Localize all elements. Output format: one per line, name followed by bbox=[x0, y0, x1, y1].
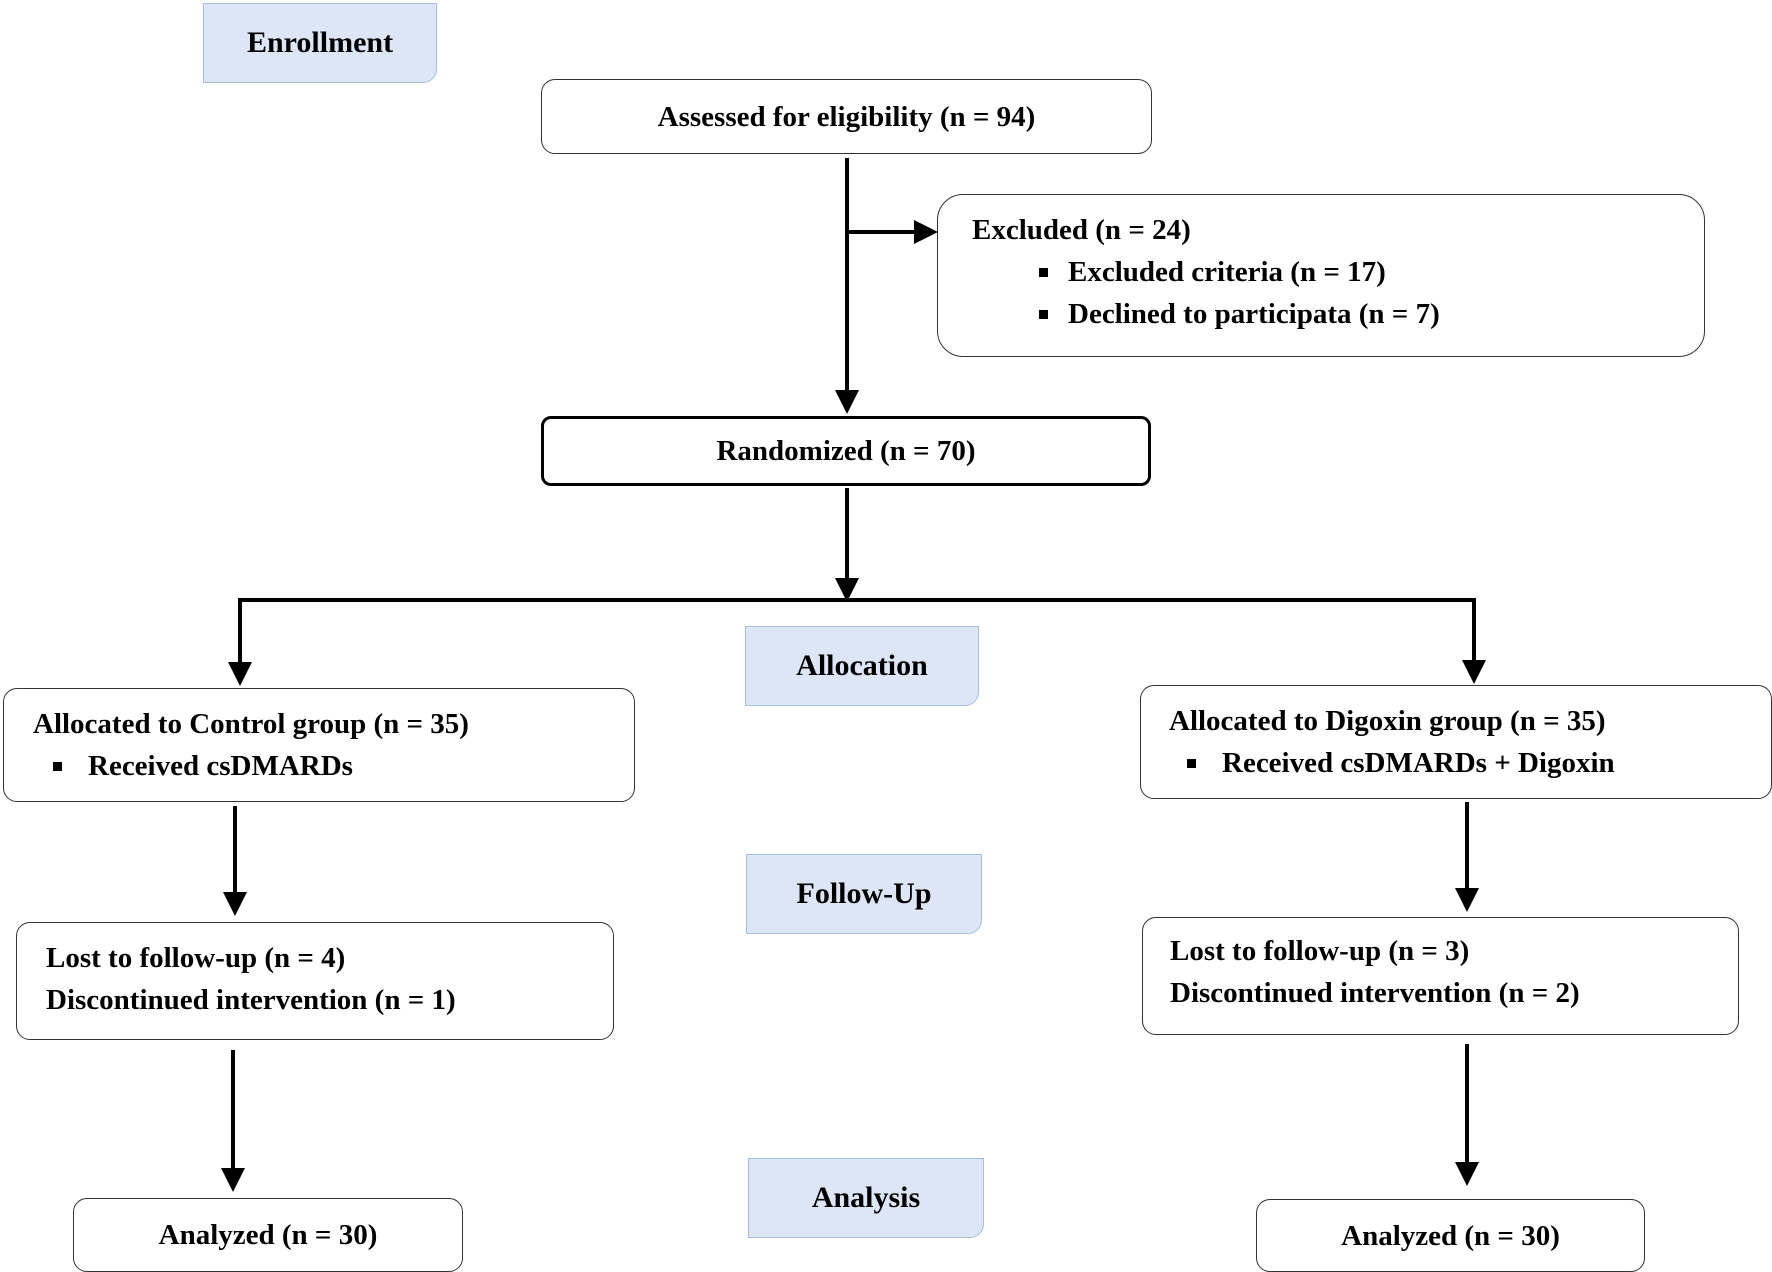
digoxin-analyzed-text: Analyzed (n = 30) bbox=[1341, 1219, 1560, 1252]
digoxin-allocated-box: Allocated to Digoxin group (n = 35) Rece… bbox=[1140, 685, 1772, 799]
control-analyzed-box: Analyzed (n = 30) bbox=[73, 1198, 463, 1272]
bullet-square-icon bbox=[53, 761, 62, 771]
bullet-square-icon bbox=[1039, 267, 1048, 277]
stage-allocation-label: Allocation bbox=[796, 649, 928, 682]
assessed-box: Assessed for eligibility (n = 94) bbox=[541, 79, 1152, 154]
stage-analysis-label: Analysis bbox=[811, 1181, 921, 1214]
control-received-item: Received csDMARDs bbox=[33, 745, 634, 787]
stage-enrollment: Enrollment bbox=[203, 3, 437, 83]
digoxin-followup-box: Lost to follow-up (n = 3) Discontinued i… bbox=[1142, 917, 1739, 1035]
digoxin-allocated-text: Allocated to Digoxin group (n = 35) bbox=[1169, 705, 1606, 737]
excluded-title: Excluded (n = 24) bbox=[972, 214, 1191, 246]
stage-follow-up: Follow-Up bbox=[746, 854, 982, 934]
stage-analysis: Analysis bbox=[748, 1158, 984, 1238]
digoxin-received-text: Received csDMARDs + Digoxin bbox=[1222, 747, 1615, 779]
control-allocated-text: Allocated to Control group (n = 35) bbox=[33, 708, 469, 740]
excluded-box: Excluded (n = 24) Excluded criteria (n =… bbox=[937, 194, 1705, 357]
digoxin-discontinued-text: Discontinued intervention (n = 2) bbox=[1170, 977, 1580, 1009]
control-followup-box: Lost to follow-up (n = 4) Discontinued i… bbox=[16, 922, 614, 1040]
digoxin-lost-text: Lost to follow-up (n = 3) bbox=[1170, 935, 1470, 967]
assessed-text: Assessed for eligibility (n = 94) bbox=[657, 100, 1036, 133]
excluded-item-criteria-text: Excluded criteria (n = 17) bbox=[1068, 256, 1386, 288]
excluded-item-criteria: Excluded criteria (n = 17) bbox=[972, 251, 1704, 293]
randomized-text: Randomized (n = 70) bbox=[716, 435, 976, 467]
bullet-square-icon bbox=[1187, 758, 1196, 768]
excluded-item-declined: Declined to participata (n = 7) bbox=[972, 293, 1704, 335]
digoxin-analyzed-box: Analyzed (n = 30) bbox=[1256, 1199, 1645, 1272]
excluded-item-declined-text: Declined to participata (n = 7) bbox=[1068, 298, 1440, 330]
stage-follow-up-label: Follow-Up bbox=[796, 877, 932, 910]
split-bar bbox=[238, 598, 1476, 680]
stage-enrollment-label: Enrollment bbox=[246, 26, 394, 59]
control-discontinued-text: Discontinued intervention (n = 1) bbox=[46, 984, 456, 1016]
control-received-text: Received csDMARDs bbox=[88, 750, 353, 782]
control-allocated-box: Allocated to Control group (n = 35) Rece… bbox=[3, 688, 635, 802]
control-lost-text: Lost to follow-up (n = 4) bbox=[46, 942, 346, 974]
bullet-square-icon bbox=[1039, 309, 1048, 319]
randomized-box: Randomized (n = 70) bbox=[541, 416, 1151, 486]
stage-allocation: Allocation bbox=[745, 626, 979, 706]
control-analyzed-text: Analyzed (n = 30) bbox=[158, 1219, 378, 1251]
digoxin-received-item: Received csDMARDs + Digoxin bbox=[1169, 742, 1771, 784]
